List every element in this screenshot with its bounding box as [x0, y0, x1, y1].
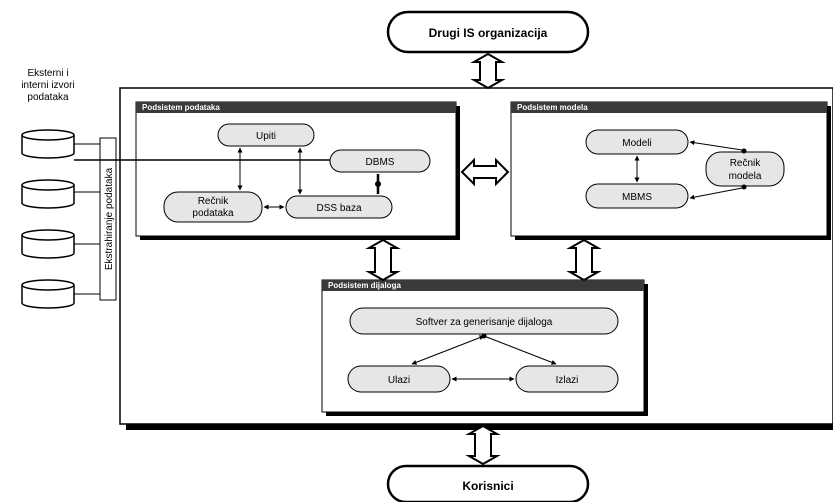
- users-node: Korisnici: [386, 464, 590, 502]
- svg-text:Rečnik: Rečnik: [198, 196, 230, 207]
- database-cylinder-icon: [21, 279, 75, 309]
- data-subsystem-title: Podsistem podataka: [142, 103, 220, 112]
- node-modeli: Modeli: [585, 129, 689, 155]
- database-cylinder-icon: [21, 129, 75, 159]
- extraction-bar: Ekstrahiranje podataka: [74, 137, 117, 301]
- svg-text:Softver za generisanje dijalog: Softver za generisanje dijaloga: [416, 317, 553, 328]
- svg-text:Ulazi: Ulazi: [388, 375, 410, 386]
- svg-text:modela: modela: [729, 171, 762, 182]
- node-mbms: MBMS: [585, 183, 689, 209]
- extraction-label: Ekstrahiranje podataka: [104, 167, 115, 270]
- svg-text:podataka: podataka: [27, 92, 69, 103]
- system-to-users-arrow: [465, 424, 501, 466]
- external-systems-label: Drugi IS organizacija: [429, 26, 548, 40]
- data-sources: [21, 129, 75, 309]
- svg-text:DSS baza: DSS baza: [316, 203, 361, 214]
- model-to-dialog-arrow: [566, 238, 602, 282]
- data-to-dialog-arrow: [365, 238, 401, 282]
- database-cylinder-icon: [21, 179, 75, 209]
- database-cylinder-icon: [21, 229, 75, 259]
- dialog-subsystem-panel: Podsistem dijaloga: [321, 279, 648, 416]
- external-to-system-arrow: [470, 52, 506, 90]
- svg-text:Modeli: Modeli: [622, 138, 651, 149]
- data-subsystem-connectors: [237, 147, 381, 210]
- data-to-model-arrow: [460, 157, 510, 187]
- svg-text:DBMS: DBMS: [366, 157, 395, 168]
- dialog-subsystem-connectors: [411, 333, 557, 382]
- node-softver: Softver za generisanje dijaloga: [349, 307, 619, 335]
- external-systems-node: Drugi IS organizacija: [386, 10, 590, 54]
- node-upiti: Upiti: [217, 123, 315, 147]
- block-arrows: [365, 52, 602, 466]
- node-dss-baza: DSS baza: [285, 195, 393, 219]
- users-label: Korisnici: [462, 479, 513, 493]
- node-recnik-podataka: Rečnik podataka: [163, 191, 263, 223]
- node-dbms: DBMS: [329, 149, 431, 173]
- node-recnik-modela: Rečnik modela: [705, 151, 785, 187]
- model-subsystem-title: Podsistem modela: [517, 103, 588, 112]
- model-subsystem-connectors: [634, 140, 747, 200]
- svg-text:Rečnik: Rečnik: [730, 158, 762, 169]
- svg-text:MBMS: MBMS: [622, 192, 652, 203]
- svg-text:interni izvori: interni izvori: [21, 80, 74, 91]
- dialog-subsystem-title: Podsistem dijaloga: [328, 281, 401, 290]
- node-izlazi: Izlazi: [515, 365, 619, 393]
- svg-text:Eksterni i: Eksterni i: [27, 68, 68, 79]
- svg-text:podataka: podataka: [192, 208, 234, 219]
- sources-label: Eksterni i interni izvori podataka: [21, 68, 74, 103]
- svg-text:Izlazi: Izlazi: [556, 375, 579, 386]
- svg-text:Upiti: Upiti: [256, 131, 276, 142]
- node-ulazi: Ulazi: [347, 365, 451, 393]
